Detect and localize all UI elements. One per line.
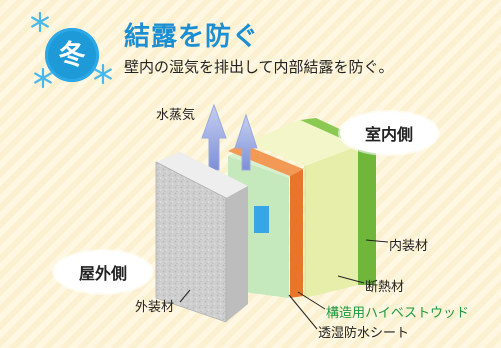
vapor-arrow-icon bbox=[234, 113, 258, 171]
structural-board-label: 構造用ハイベストウッド bbox=[326, 306, 470, 321]
outdoor-side-bubble: 屋外側 bbox=[54, 251, 152, 293]
outdoor-side-label: 屋外側 bbox=[78, 264, 127, 283]
exterior-finish-layer bbox=[155, 152, 248, 323]
page-title: 結露を防ぐ bbox=[124, 22, 260, 52]
snowflake-icon bbox=[94, 63, 112, 85]
vapor-arrow-icon bbox=[201, 103, 227, 171]
snowflake-icon bbox=[31, 11, 49, 33]
page-subtitle: 壁内の湿気を排出して内部結露を防ぐ。 bbox=[124, 58, 394, 76]
indoor-side-bubble: 室内側 bbox=[340, 112, 438, 154]
vapor-label: 水蒸気 bbox=[156, 108, 196, 123]
winter-badge: 冬 bbox=[45, 28, 99, 82]
moisture-marker bbox=[254, 206, 269, 233]
interior-finish-label: 内装材 bbox=[389, 239, 429, 254]
leader-lines bbox=[179, 239, 389, 330]
season-char: 冬 bbox=[58, 39, 86, 71]
snowflake-icon bbox=[34, 67, 52, 89]
exterior-finish-label: 外装材 bbox=[135, 300, 175, 315]
breathable-sheet-label: 透湿防水シート bbox=[318, 326, 410, 341]
indoor-side-label: 室内側 bbox=[364, 125, 413, 144]
insulation-layer bbox=[247, 120, 358, 298]
insulation-label: 断熱材 bbox=[365, 280, 405, 295]
